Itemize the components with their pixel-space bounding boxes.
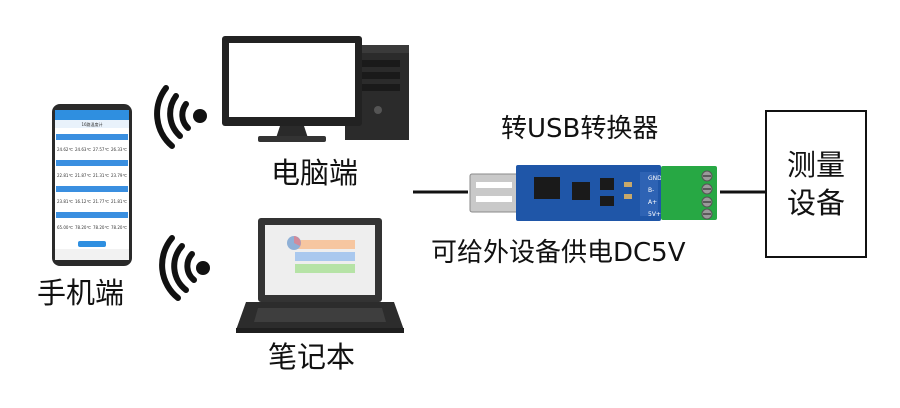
measurement-device-box [765, 110, 867, 258]
phone-reading: 78.20℃ [75, 225, 91, 230]
phone-reading: 23.81℃ [57, 199, 73, 204]
phone-reading: 26.33℃ [111, 147, 127, 152]
pc-monitor [222, 36, 362, 142]
phone-label: 手机端 [37, 276, 125, 310]
phone-reading: 24.62℃ [57, 147, 73, 152]
usb-converter: GND B- A+ 5V+ [469, 165, 717, 221]
wifi-icon-computer [154, 85, 207, 149]
laptop [236, 218, 404, 333]
power-label: 可给外设备供电DC5V [431, 238, 686, 268]
phone-reading: 21.31℃ [93, 173, 109, 178]
phone-reading: 27.57℃ [93, 147, 109, 152]
phone-reading: 23.79℃ [111, 173, 127, 178]
phone-reading: 21.77℃ [93, 199, 109, 204]
phone-reading: 21.87℃ [75, 173, 91, 178]
phone-reading: 24.63℃ [75, 147, 91, 152]
pin-label-gnd: GND [648, 175, 662, 182]
phone-reading: 21.81℃ [111, 199, 127, 204]
device-label: 测量 设备 [786, 148, 845, 221]
desktop-computer [222, 36, 409, 142]
pin-label-a: A+ [648, 199, 657, 206]
pin-label-b: B- [648, 187, 654, 194]
phone-reading: 22.81℃ [57, 173, 73, 178]
phone-row-header [56, 134, 128, 140]
phone-row-header [56, 186, 128, 192]
converter-label: 转USB转换器 [501, 114, 659, 144]
phone-reading: 78.20℃ [93, 225, 109, 230]
phone-reading: 16.12℃ [75, 199, 91, 204]
phone-reading: 78.20℃ [111, 225, 127, 230]
pin-label-5v: 5V+ [648, 211, 661, 218]
phone-reading: 65.00℃ [57, 225, 73, 230]
laptop-label: 笔记本 [268, 340, 356, 374]
wifi-icon-laptop [159, 235, 210, 301]
computer-label: 电脑端 [271, 156, 359, 190]
phone-row-header [56, 160, 128, 166]
phone-row-header [56, 212, 128, 218]
phone-screen-title: 16路温度计 [81, 121, 102, 127]
